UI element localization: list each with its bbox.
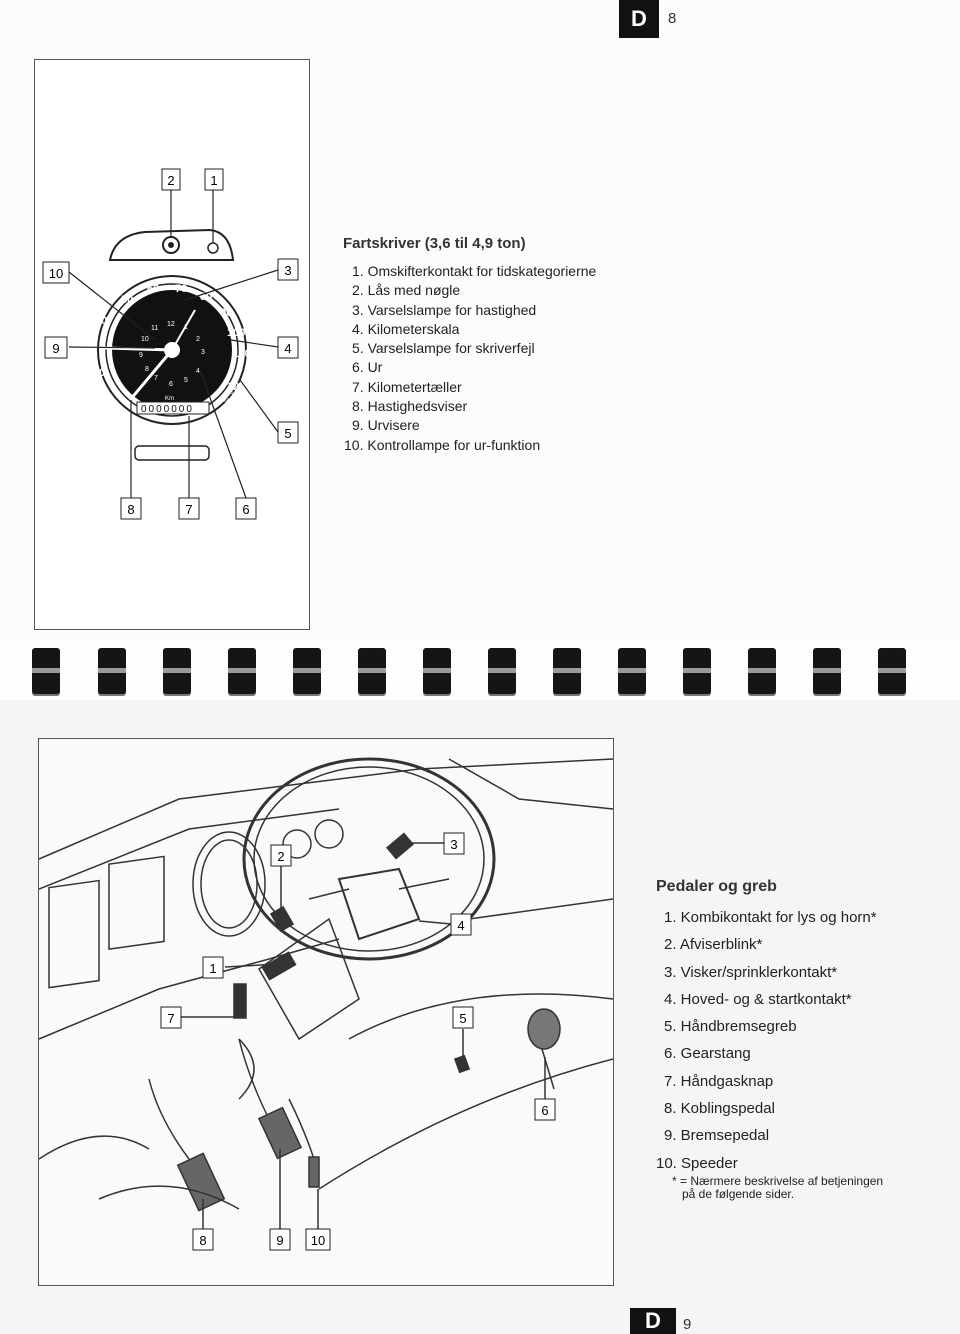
list-item: 6. Gearstang [664,1045,751,1063]
section-tab-letter: D [631,6,647,31]
list-item: 5. Håndbremsegreb [664,1018,797,1036]
list-item: 9. Bremsepedal [664,1127,770,1145]
speed-label: 60 [147,283,159,295]
speed-label: 50 [121,294,133,306]
clock-label: 7 [154,375,158,382]
unit-km-label: Km [165,396,174,402]
callout-1: 1 [210,173,217,188]
list-item: 2. Lås med nøgle [352,282,461,299]
list-item: 5. Varselslampe for skriverfejl [352,340,535,357]
tachograph-figure-frame: 10 20 40 50 60 70 80 90 100 110 120 12 1… [34,59,310,630]
speed-label: 100 [227,327,245,339]
speed-label: 20 [93,367,105,379]
speed-label: 110 [233,348,251,360]
cab-figure-frame: 1 2 3 4 5 6 7 8 9 10 [38,738,614,1286]
speed-label: 120 [227,381,245,393]
list-item: 10. Kontrollampe for ur-funktion [344,436,541,453]
clock-label: 5 [184,377,188,384]
speed-label: 40 [95,315,107,327]
section-tab-top: D [619,0,659,38]
callout-7: 7 [167,1011,174,1026]
callout-8: 8 [199,1233,206,1248]
small-125-label: 125 [225,390,234,396]
clock-label: 3 [201,349,205,356]
tachograph-parts-list: 1. Omskifterkontakt for tidskategorierne… [344,262,597,455]
callout-7: 7 [185,502,192,517]
speed-label: 90 [220,307,232,319]
speed-scale: 10 20 40 50 60 70 80 90 100 110 120 [89,283,251,403]
clock-label: 12 [167,321,175,328]
clock-label: 8 [145,366,149,373]
list-item: 3. Visker/sprinklerkontakt* [664,963,838,981]
footnote-line: * = Nærmere beskrivelse af betjeningen [672,1174,884,1188]
callout-6: 6 [541,1103,548,1118]
footnote-line: på de følgende sider. [682,1187,795,1201]
list-item: 7. Håndgasknap [664,1072,774,1090]
cab-callout-labels: 1 2 3 4 5 6 7 8 9 10 [160,832,556,1251]
page-number-bottom: 9 [683,1316,692,1333]
clock-label: 6 [169,381,173,388]
list-item: 8. Hastighedsviser [352,398,468,415]
callout-5: 5 [459,1011,466,1026]
clock-label: 4 [196,368,200,375]
cab-controls-illustration: 1 2 3 4 5 6 7 8 9 10 [38,757,614,1251]
list-item: 10. Speeder [656,1154,738,1172]
list-item: 6. Ur [352,359,383,376]
list-item: 8. Koblingspedal [664,1100,775,1118]
callout-10: 10 [49,266,63,281]
speed-label: 10 [89,391,101,403]
section-tab-letter: D [645,1308,661,1333]
callout-labels: 1 2 3 4 5 6 7 8 9 10 [42,168,299,520]
list-item: 1. Omskifterkontakt for tidskategorierne [352,263,597,279]
list-item: 3. Varselslampe for hastighed [352,301,537,318]
tachograph-illustration: 10 20 40 50 60 70 80 90 100 110 120 12 1… [42,168,299,520]
page-number-top: 8 [668,10,677,27]
clock-label: 2 [196,336,200,343]
speed-label: 70 [175,283,187,295]
callout-2: 2 [277,849,284,864]
list-item: 9. Urvisere [352,417,420,434]
list-item: 4. Kilometerskala [352,320,460,337]
clock-label: 9 [139,352,143,359]
section-tab-bottom: D [630,1308,676,1334]
callout-2: 2 [167,173,174,188]
callout-3: 3 [450,837,457,852]
list-item: 2. Afviserblink* [664,936,763,954]
callout-6: 6 [242,502,249,517]
pedals-caption-title: Pedaler og greb [656,878,777,895]
callout-9: 9 [52,341,59,356]
footnote: * = Nærmere beskrivelse af betjeningen p… [672,1175,883,1201]
pedals-parts-list: 1. Kombikontakt for lys og horn* 2. Afvi… [656,904,877,1177]
callout-8: 8 [127,502,134,517]
list-item: 1. Kombikontakt for lys og horn* [664,909,877,926]
callout-10: 10 [311,1233,325,1248]
callout-3: 3 [284,263,291,278]
callout-5: 5 [284,426,291,441]
odometer-readout: 0000000 [141,404,194,415]
clock-label: 11 [151,325,158,332]
list-item: 4. Hoved- og & startkontakt* [664,990,852,1008]
callout-9: 9 [276,1233,283,1248]
callout-4: 4 [284,341,291,356]
unit-kmh-label: Km/h [219,398,231,404]
clock-label: 10 [141,336,149,343]
tachograph-caption-title: Fartskriver (3,6 til 4,9 ton) [343,235,526,252]
callout-4: 4 [457,918,464,933]
list-item: 7. Kilometertæller [352,378,462,395]
callout-1: 1 [209,961,216,976]
